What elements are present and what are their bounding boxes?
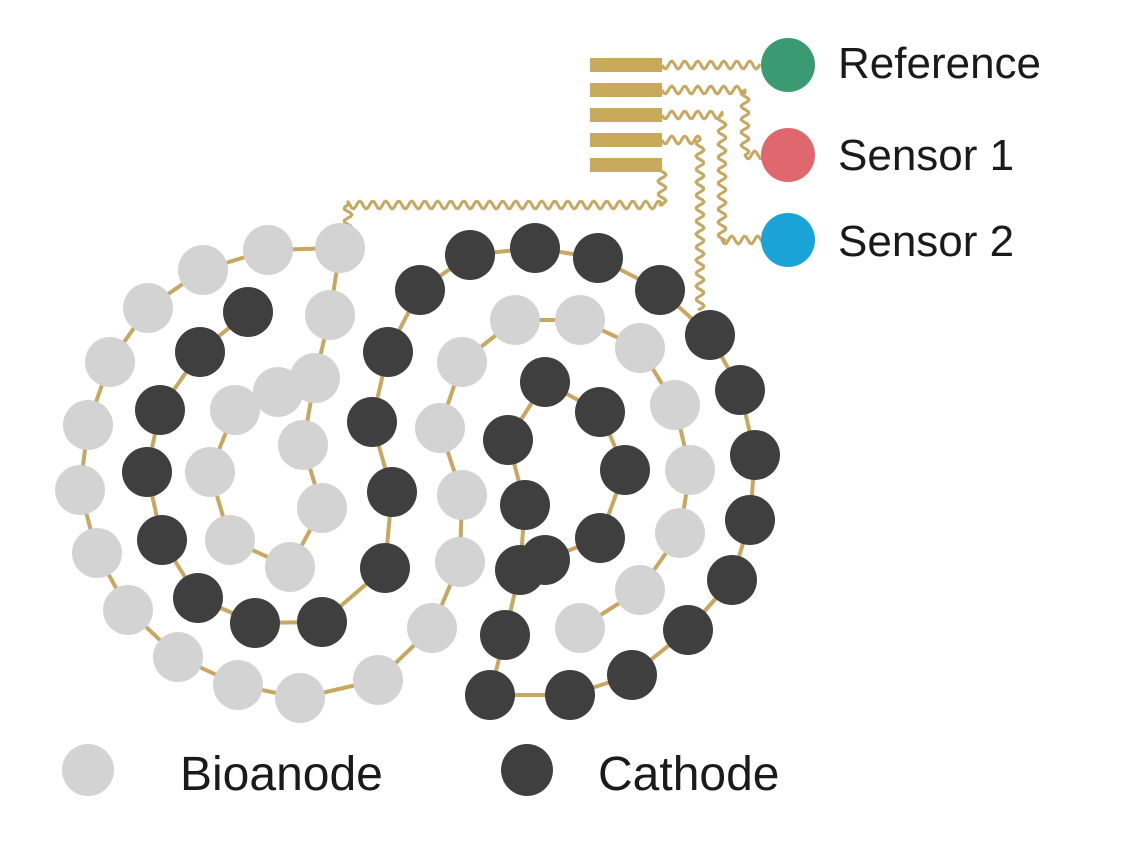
bioanode-legend-icon	[62, 744, 114, 796]
bioanode-electrode	[297, 483, 347, 533]
cathode-electrode	[715, 365, 765, 415]
contact-pads	[590, 58, 662, 172]
terminal-sensor-1: Sensor 1	[761, 128, 1014, 182]
cathode-electrode	[730, 430, 780, 480]
cathode-electrode	[663, 605, 713, 655]
electrode-dots	[55, 223, 780, 723]
contact-pad	[590, 158, 662, 172]
reference-label: Reference	[838, 39, 1041, 88]
bioanode-electrode	[153, 632, 203, 682]
sensor-1-dot-icon	[761, 128, 815, 182]
cathode-electrode	[137, 515, 187, 565]
sensor-2-dot-icon	[761, 213, 815, 267]
cathode-electrode	[347, 397, 397, 447]
cathode-electrode	[122, 447, 172, 497]
terminal-reference: Reference	[761, 38, 1041, 92]
bioanode-electrode	[437, 337, 487, 387]
serpentine-wire	[660, 59, 762, 71]
bioanode-electrode	[275, 673, 325, 723]
reference-dot-icon	[761, 38, 815, 92]
sensor-2-label: Sensor 2	[838, 217, 1014, 266]
bioanode-chain-wire	[208, 247, 342, 569]
cathode-electrode	[483, 415, 533, 465]
cathode-electrode	[360, 543, 410, 593]
bioanode-legend-label: Bioanode	[180, 748, 383, 801]
cathode-electrode	[175, 327, 225, 377]
bioanode-electrode	[490, 295, 540, 345]
bioanode-electrode	[615, 323, 665, 373]
bioanode-electrode	[415, 403, 465, 453]
bioanode-electrode	[315, 223, 365, 273]
cathode-electrode	[363, 327, 413, 377]
bioanode-electrode	[103, 585, 153, 635]
cathode-chain-wire	[488, 380, 627, 696]
cathode-electrode	[520, 535, 570, 585]
cathode-electrode	[445, 230, 495, 280]
bioanode-electrode	[185, 447, 235, 497]
bioanode-electrode	[253, 367, 303, 417]
cathode-electrode	[685, 310, 735, 360]
bioanode-electrode	[555, 603, 605, 653]
bioanode-electrode	[123, 283, 173, 333]
cathode-electrode	[545, 670, 595, 720]
cathode-electrode	[573, 233, 623, 283]
contact-pad	[590, 133, 662, 147]
cathode-electrode	[223, 287, 273, 337]
bioanode-electrode	[655, 508, 705, 558]
terminal-sensor-2: Sensor 2	[761, 213, 1014, 267]
serpentine-wire	[660, 84, 763, 161]
legend: Bioanode Cathode	[62, 744, 779, 801]
bioanode-electrode	[85, 337, 135, 387]
cathode-electrode	[465, 670, 515, 720]
bioanode-electrode	[650, 380, 700, 430]
cathode-electrode	[520, 357, 570, 407]
cathode-electrode	[510, 223, 560, 273]
bioanode-electrode	[435, 537, 485, 587]
cathode-electrode	[135, 385, 185, 435]
bioanode-electrode	[213, 660, 263, 710]
contact-pad	[590, 58, 662, 72]
cathode-electrode	[297, 597, 347, 647]
cathode-electrode	[230, 598, 280, 648]
cathode-electrode	[607, 650, 657, 700]
bioanode-electrode	[205, 515, 255, 565]
bioanode-electrode	[55, 465, 105, 515]
cathode-electrode	[575, 513, 625, 563]
cathode-electrode	[725, 495, 775, 545]
sensor-1-label: Sensor 1	[838, 131, 1014, 180]
cathode-electrode	[367, 467, 417, 517]
serpentine-wire	[342, 163, 668, 234]
bioanode-electrode	[265, 542, 315, 592]
bioanode-electrode	[615, 565, 665, 615]
bioanode-electrode	[63, 400, 113, 450]
cathode-electrode	[707, 555, 757, 605]
serpentine-wire	[660, 134, 706, 312]
cathode-electrode	[600, 445, 650, 495]
contact-pad	[590, 108, 662, 122]
bioanode-electrode	[72, 528, 122, 578]
cathode-legend-label: Cathode	[598, 748, 779, 801]
bioanode-electrode	[353, 655, 403, 705]
cathode-electrode	[173, 573, 223, 623]
serpentine-wire	[660, 109, 764, 246]
bioanode-electrode	[437, 470, 487, 520]
cathode-electrode	[480, 610, 530, 660]
bioanode-electrode	[178, 245, 228, 295]
contact-pad	[590, 83, 662, 97]
bioanode-electrode	[210, 385, 260, 435]
bioanode-electrode	[665, 445, 715, 495]
serpentine-wires	[342, 59, 764, 312]
cathode-electrode	[575, 387, 625, 437]
bioanode-electrode	[278, 420, 328, 470]
bioanode-electrode	[407, 603, 457, 653]
bioanode-electrode	[305, 290, 355, 340]
cathode-electrode	[395, 265, 445, 315]
bioanode-electrode	[243, 225, 293, 275]
bioanode-electrode	[555, 295, 605, 345]
cathode-electrode	[635, 265, 685, 315]
cathode-electrode	[500, 480, 550, 530]
cathode-legend-icon	[501, 744, 553, 796]
